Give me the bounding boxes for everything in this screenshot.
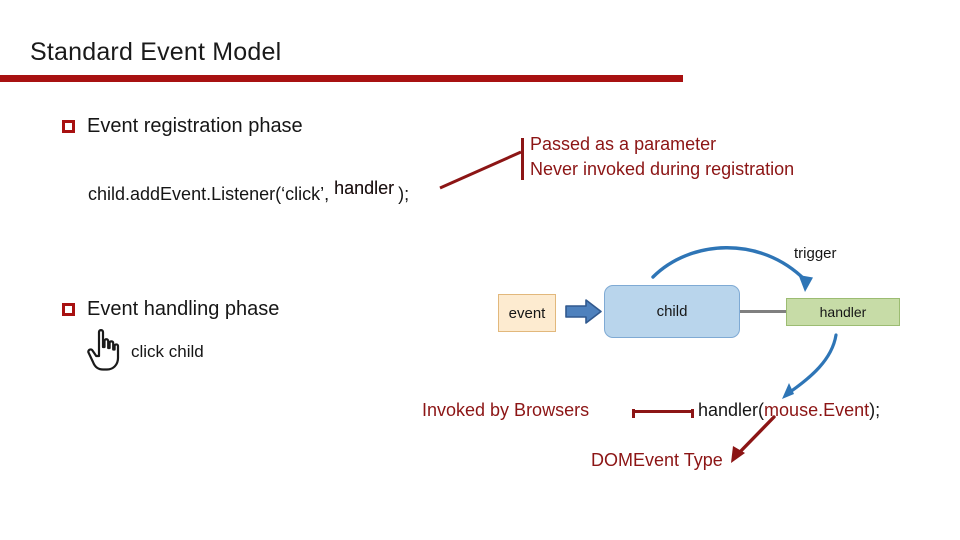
callout-line-2: Never invoked during registration xyxy=(530,159,795,179)
diagram-box-event-label: event xyxy=(508,304,546,322)
title-divider xyxy=(0,75,683,82)
bullet-marker-icon xyxy=(62,120,75,133)
handler-to-mouseevent-arrow xyxy=(782,333,838,399)
handler-call-suffix: ); xyxy=(869,400,881,420)
code-prefix: child.addEvent.Listener(‘click’, xyxy=(88,184,335,204)
bullet-marker-icon xyxy=(62,303,75,316)
diagram-box-event: event xyxy=(498,294,556,332)
bullet-label: Event handling phase xyxy=(87,298,280,320)
diagram-box-handler-label: handler xyxy=(819,304,867,320)
callout-brace-line xyxy=(521,138,524,180)
connector-child-handler xyxy=(740,310,786,313)
handler-call-prefix: handler( xyxy=(698,400,765,420)
code-line-registration: child.addEvent.Listener(‘click’, handler… xyxy=(88,178,409,205)
invoked-connector-line xyxy=(632,409,694,418)
code-suffix: ); xyxy=(398,184,410,204)
diagram-box-handler: handler xyxy=(786,298,900,326)
leader-line-handler-to-callout xyxy=(439,150,522,190)
block-arrow-icon xyxy=(565,299,602,324)
trigger-arrow-label: trigger xyxy=(794,245,837,262)
domevent-type-label: DOMEvent Type xyxy=(591,450,723,470)
pointing-hand-cursor-icon xyxy=(87,329,120,371)
bullet-event-registration: Event registration phase xyxy=(62,115,303,138)
diagram-box-child: child xyxy=(604,285,740,338)
handler-word-black: handler xyxy=(334,178,395,198)
invoked-by-browsers-label: Invoked by Browsers xyxy=(422,400,590,420)
click-child-label: click child xyxy=(131,342,204,361)
callout-line-1: Passed as a parameter xyxy=(530,134,717,154)
handler-call-expression: handler(mouse.Event); xyxy=(698,400,880,421)
page-title: Standard Event Model xyxy=(30,38,282,66)
handler-call-param: mouse.Event xyxy=(764,400,870,420)
bullet-event-handling: Event handling phase xyxy=(62,298,279,321)
callout-registration-notes: Passed as a parameter Never invoked duri… xyxy=(530,132,794,182)
handler-word-red: handler xyxy=(334,178,395,198)
domevent-to-mouseevent-arrow xyxy=(731,415,776,463)
bullet-label: Event registration phase xyxy=(87,115,303,137)
diagram-box-child-label: child xyxy=(656,303,688,320)
